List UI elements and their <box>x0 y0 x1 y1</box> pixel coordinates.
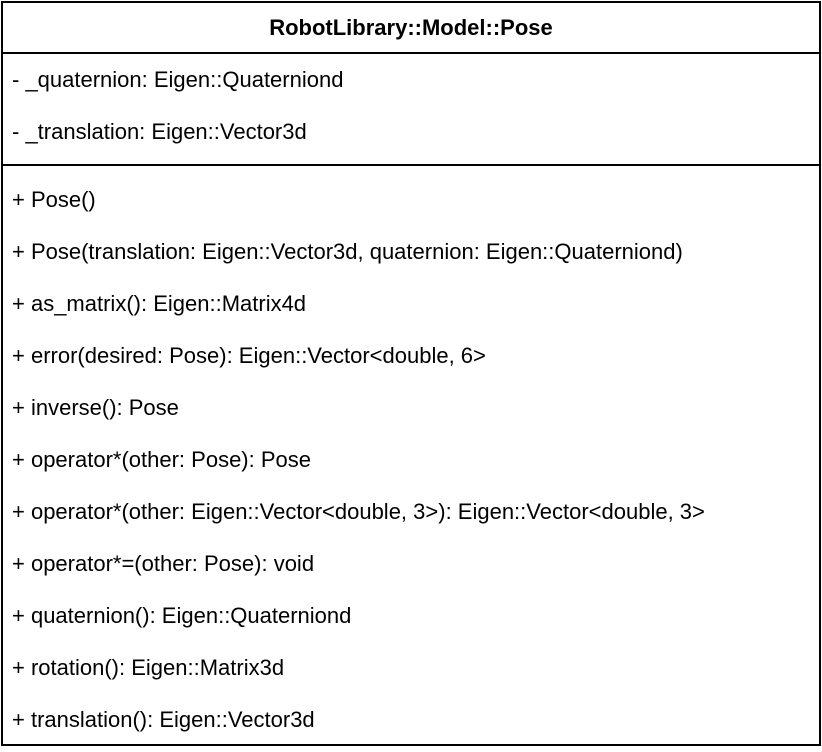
method-pose-constructor: + Pose(translation: Eigen::Vector3d, qua… <box>12 239 683 264</box>
attribute-translation: - _translation: Eigen::Vector3d <box>12 119 307 144</box>
method-quaternion: + quaternion(): Eigen::Quaterniond <box>12 603 352 628</box>
attribute-quaternion: - _quaternion: Eigen::Quaterniond <box>12 67 344 92</box>
methods-compartment: + Pose() + Pose(translation: Eigen::Vect… <box>3 166 819 746</box>
method-operator-multiply-assign: + operator*=(other: Pose): void <box>12 551 315 576</box>
method-operator-multiply-pose: + operator*(other: Pose): Pose <box>12 447 311 472</box>
method-as-matrix: + as_matrix(): Eigen::Matrix4d <box>12 291 307 316</box>
method-inverse: + inverse(): Pose <box>12 395 179 420</box>
method-operator-multiply-vector: + operator*(other: Eigen::Vector<double,… <box>12 499 705 524</box>
attributes-compartment: - _quaternion: Eigen::Quaterniond - _tra… <box>3 54 819 166</box>
method-pose-default-constructor: + Pose() <box>12 187 96 212</box>
method-translation: + translation(): Eigen::Vector3d <box>12 707 315 732</box>
method-error: + error(desired: Pose): Eigen::Vector<do… <box>12 343 486 368</box>
method-rotation: + rotation(): Eigen::Matrix3d <box>12 655 285 680</box>
class-name: RobotLibrary::Model::Pose <box>3 3 819 54</box>
